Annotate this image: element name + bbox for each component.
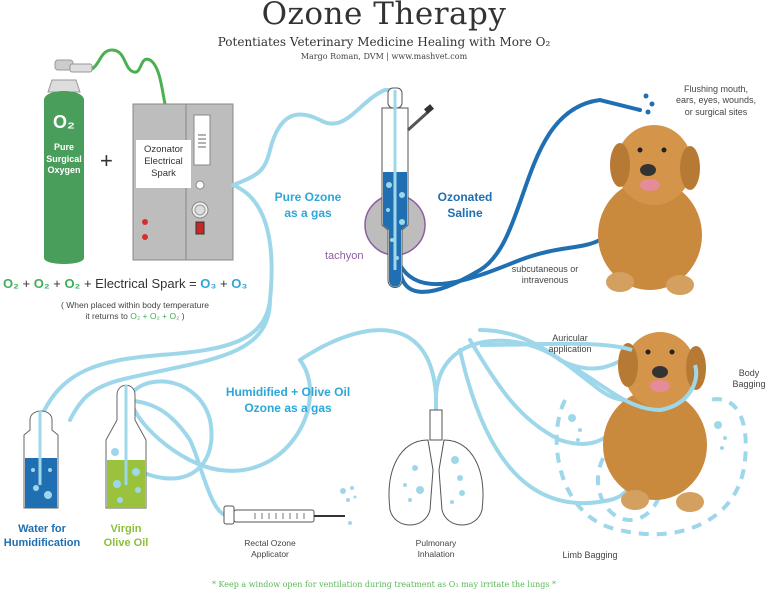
eq-plus: +	[18, 276, 34, 291]
eq-o3: O₃	[231, 276, 248, 291]
pure-ozone-label: Pure Ozone as a gas	[268, 190, 348, 221]
page-subtitle: Potentiates Veterinary Medicine Healing …	[217, 35, 551, 49]
note-suffix: )	[179, 311, 185, 322]
oxygen-label-line: Surgical	[46, 153, 82, 164]
ozonator-label-line: Ozonator	[143, 144, 184, 155]
ozonator-label: Ozonator Electrical Spark	[136, 144, 191, 180]
page-title: Ozone Therapy	[261, 0, 507, 32]
ozone-equation: O₂ + O₂ + O₂ + Electrical Spark = O₃ + O…	[3, 276, 273, 291]
label-line: Inhalation	[417, 548, 455, 559]
oxygen-formula: O₂	[53, 112, 75, 132]
dog-top-image	[598, 125, 702, 295]
equation-note: ( When placed within body temperature it…	[20, 300, 250, 322]
label-line: Bagging	[732, 379, 766, 390]
label-line: as a gas	[284, 205, 332, 220]
label-line: Body	[738, 368, 760, 378]
label-line: Rectal Ozone	[244, 538, 296, 548]
humidified-label: Humidified + Olive Oil Ozone as a gas	[218, 385, 358, 416]
note-line: it returns to O₂ + O₂ + O₂ )	[20, 311, 250, 322]
oxygen-tank-icon	[44, 59, 93, 264]
label-line: Water for	[18, 523, 66, 535]
label-line: Auricular	[552, 333, 588, 343]
rectal-applicator-syringe-icon	[223, 505, 345, 525]
label-line: Olive Oil	[103, 537, 149, 550]
flushing-label: Flushing mouth, ears, eyes, wounds, or s…	[666, 84, 766, 118]
saline-tubes	[398, 97, 642, 294]
eq-plus: +	[216, 276, 232, 291]
body-bagging-label: Body Bagging	[728, 368, 768, 391]
label-line: Applicator	[251, 548, 289, 559]
eq-plus: +	[49, 276, 65, 291]
label-line: subcutaneous or	[511, 264, 579, 274]
water-drops-icon	[643, 93, 655, 115]
author-byline: Margo Roman, DVM | www.mashvet.com	[300, 52, 468, 61]
oxygen-label-line: Pure	[53, 142, 74, 152]
oxygen-label-line: Oxygen	[47, 165, 81, 176]
note-prefix: it returns to	[85, 311, 131, 322]
eq-o2: O₂	[33, 276, 50, 291]
olive-oil-label: Virgin Olive Oil	[96, 522, 156, 551]
label-line: Virgin	[110, 523, 142, 535]
plus-sign: +	[100, 148, 113, 173]
ozonator-label-line: Electrical	[144, 155, 183, 167]
ozonator-label-line: Spark	[151, 167, 176, 179]
label-line: or surgical sites	[684, 106, 748, 117]
note-line: ( When placed within body temperature	[61, 300, 209, 310]
eq-o3: O₃	[200, 276, 217, 291]
label-line: application	[548, 344, 592, 355]
oxygen-hose	[89, 48, 167, 105]
label-line: Humidified + Olive Oil	[225, 385, 351, 399]
lungs-icon	[388, 409, 484, 526]
tachyon-flask-icon	[364, 87, 434, 288]
auricular-label: Auricular application	[535, 333, 605, 356]
label-line: Flushing mouth,	[683, 84, 749, 94]
water-bottle-label: Water for Humidification	[0, 522, 84, 551]
subcutaneous-label: subcutaneous or intravenous	[500, 264, 590, 287]
eq-o2: O₂	[64, 276, 81, 291]
ozonated-saline-label: Ozonated Saline	[430, 190, 500, 221]
label-line: ears, eyes, wounds,	[675, 95, 757, 106]
ozonator-icon	[132, 103, 234, 261]
rectal-applicator-label: Rectal Ozone Applicator	[230, 538, 310, 559]
note-formula: O₂ + O₂ + O₂	[130, 311, 180, 322]
label-line: Humidification	[3, 537, 81, 550]
limb-bagging-label: Limb Bagging	[562, 550, 618, 560]
label-line: Ozonated	[437, 190, 493, 204]
eq-spark: + Electrical Spark =	[80, 276, 201, 291]
label-line: Pure Ozone	[274, 190, 342, 204]
water-bottle-icon	[23, 410, 59, 509]
oxygen-tank-label: Pure Surgical Oxygen	[40, 142, 88, 177]
olive-oil-bottle-icon	[105, 384, 147, 509]
label-line: intravenous	[521, 275, 569, 286]
eq-o2: O₂	[3, 276, 19, 291]
label-line: Ozone as a gas	[244, 400, 332, 415]
ventilation-warning: * Keep a window open for ventilation dur…	[211, 580, 557, 589]
label-line: Pulmonary	[415, 538, 457, 548]
label-line: Saline	[447, 205, 483, 220]
pulmonary-label: Pulmonary Inhalation	[398, 538, 474, 559]
bagging-bubbles	[568, 414, 727, 450]
tachyon-label: tachyon	[325, 250, 364, 262]
dog-bottom-image	[603, 332, 707, 512]
